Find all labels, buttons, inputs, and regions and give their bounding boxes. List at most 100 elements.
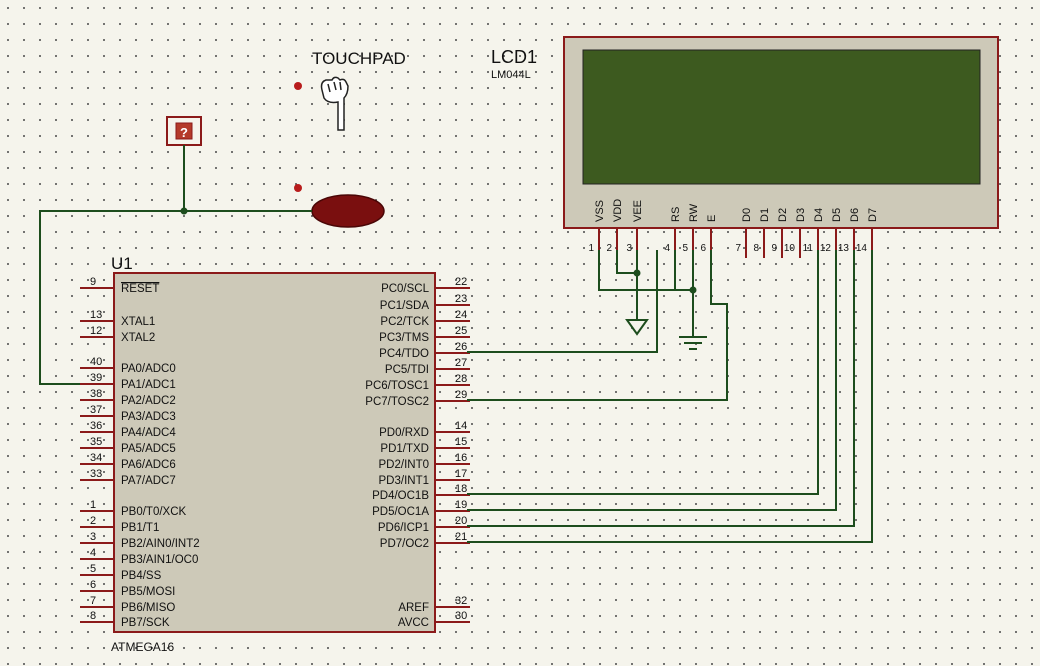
mcu-pin-number: 16 — [455, 452, 467, 464]
lcd-screen — [582, 49, 981, 185]
mcu-pin-number: 20 — [455, 515, 467, 527]
mcu-pin-number: 25 — [455, 325, 467, 337]
touchpad-component[interactable]: TOUCHPAD ? — [166, 49, 406, 228]
lcd-pin-number: 2 — [606, 243, 612, 254]
mcu-pin-number: 13 — [90, 309, 102, 321]
lcd-pin-number: 13 — [838, 243, 850, 254]
mcu-pin-label: PD3/INT1 — [379, 475, 430, 487]
mcu-pin-number: 3 — [90, 531, 96, 543]
touch-probe-label: ? — [180, 125, 188, 140]
pointing-hand-icon — [320, 76, 349, 131]
wire-junction-touch — [180, 207, 188, 215]
lcd-pin-label: VSS — [594, 200, 606, 222]
mcu-pin-label: PA2/ADC2 — [121, 395, 176, 407]
mcu-pin-label: AVCC — [398, 617, 429, 629]
mcu-pin-label: PA3/ADC3 — [121, 411, 176, 423]
mcu-pin-label: PB1/T1 — [121, 522, 159, 534]
mcu-pin-number: 24 — [455, 309, 467, 321]
mcu-part-label: ATMEGA16 — [111, 640, 174, 654]
mcu-pin-label: PA6/ADC6 — [121, 459, 176, 471]
mcu-pin-label: PB0/T0/XCK — [121, 506, 187, 518]
mcu-pin-label: PB3/AIN1/OC0 — [121, 554, 198, 566]
lcd-pin-number: 14 — [856, 243, 868, 254]
mcu-component[interactable]: U1 ATMEGA16 9RESET13XTAL112XTAL240PA0/AD… — [80, 254, 470, 654]
lcd-pin-label: D7 — [867, 208, 879, 222]
lcd-pin[interactable]: 7 D0 — [735, 208, 753, 258]
wire-d6-to-pd6 — [467, 250, 855, 527]
lcd-pin-number: 7 — [735, 243, 741, 254]
mcu-pin-number: 9 — [90, 276, 96, 288]
lcd-pin-number: 3 — [626, 243, 632, 254]
wire-rs-to-pc4 — [467, 250, 658, 353]
mcu-pin-number: 1 — [90, 499, 96, 511]
lcd-model-label: LM044L — [491, 69, 531, 81]
ground-icon — [679, 336, 707, 350]
wire-d7-to-pd7 — [467, 250, 873, 543]
lcd-pin-number: 1 — [588, 243, 594, 254]
mcu-pin-number: 29 — [455, 389, 467, 401]
touch-probe[interactable]: ? — [166, 116, 202, 146]
lcd-pin-number: 5 — [682, 243, 688, 254]
lcd-pin-label: D0 — [741, 208, 753, 222]
mcu-pin-label: XTAL1 — [121, 316, 155, 328]
mcu-pin-label: XTAL2 — [121, 332, 155, 344]
wire-net — [39, 145, 873, 543]
touch-button[interactable] — [311, 194, 385, 228]
mcu-pin-number: 6 — [90, 579, 96, 591]
lcd-pin-number: 9 — [771, 243, 777, 254]
lcd-pin[interactable]: 9D2 — [771, 208, 789, 258]
mcu-pin-label: PD7/OC2 — [380, 538, 429, 550]
lcd-pin[interactable]: 8D1 — [753, 208, 771, 258]
mcu-pin-label: RESET — [121, 283, 159, 295]
lcd-pin-label: D4 — [813, 208, 825, 222]
mcu-pin-number: 4 — [90, 547, 96, 559]
mcu-pin-number: 18 — [455, 483, 467, 495]
mcu-pin-number: 15 — [455, 436, 467, 448]
lcd-component[interactable]: LCD1 LM044L 1VSS2VDD3VEE4RS5RW6E7D08D19D… — [491, 36, 999, 258]
mcu-pin-number: 30 — [455, 610, 467, 622]
mcu-pin-number: 8 — [90, 610, 96, 622]
mcu-pin-number: 28 — [455, 373, 467, 385]
lcd-pin-label: D3 — [795, 208, 807, 222]
wire-d4-to-pd4 — [467, 250, 819, 495]
